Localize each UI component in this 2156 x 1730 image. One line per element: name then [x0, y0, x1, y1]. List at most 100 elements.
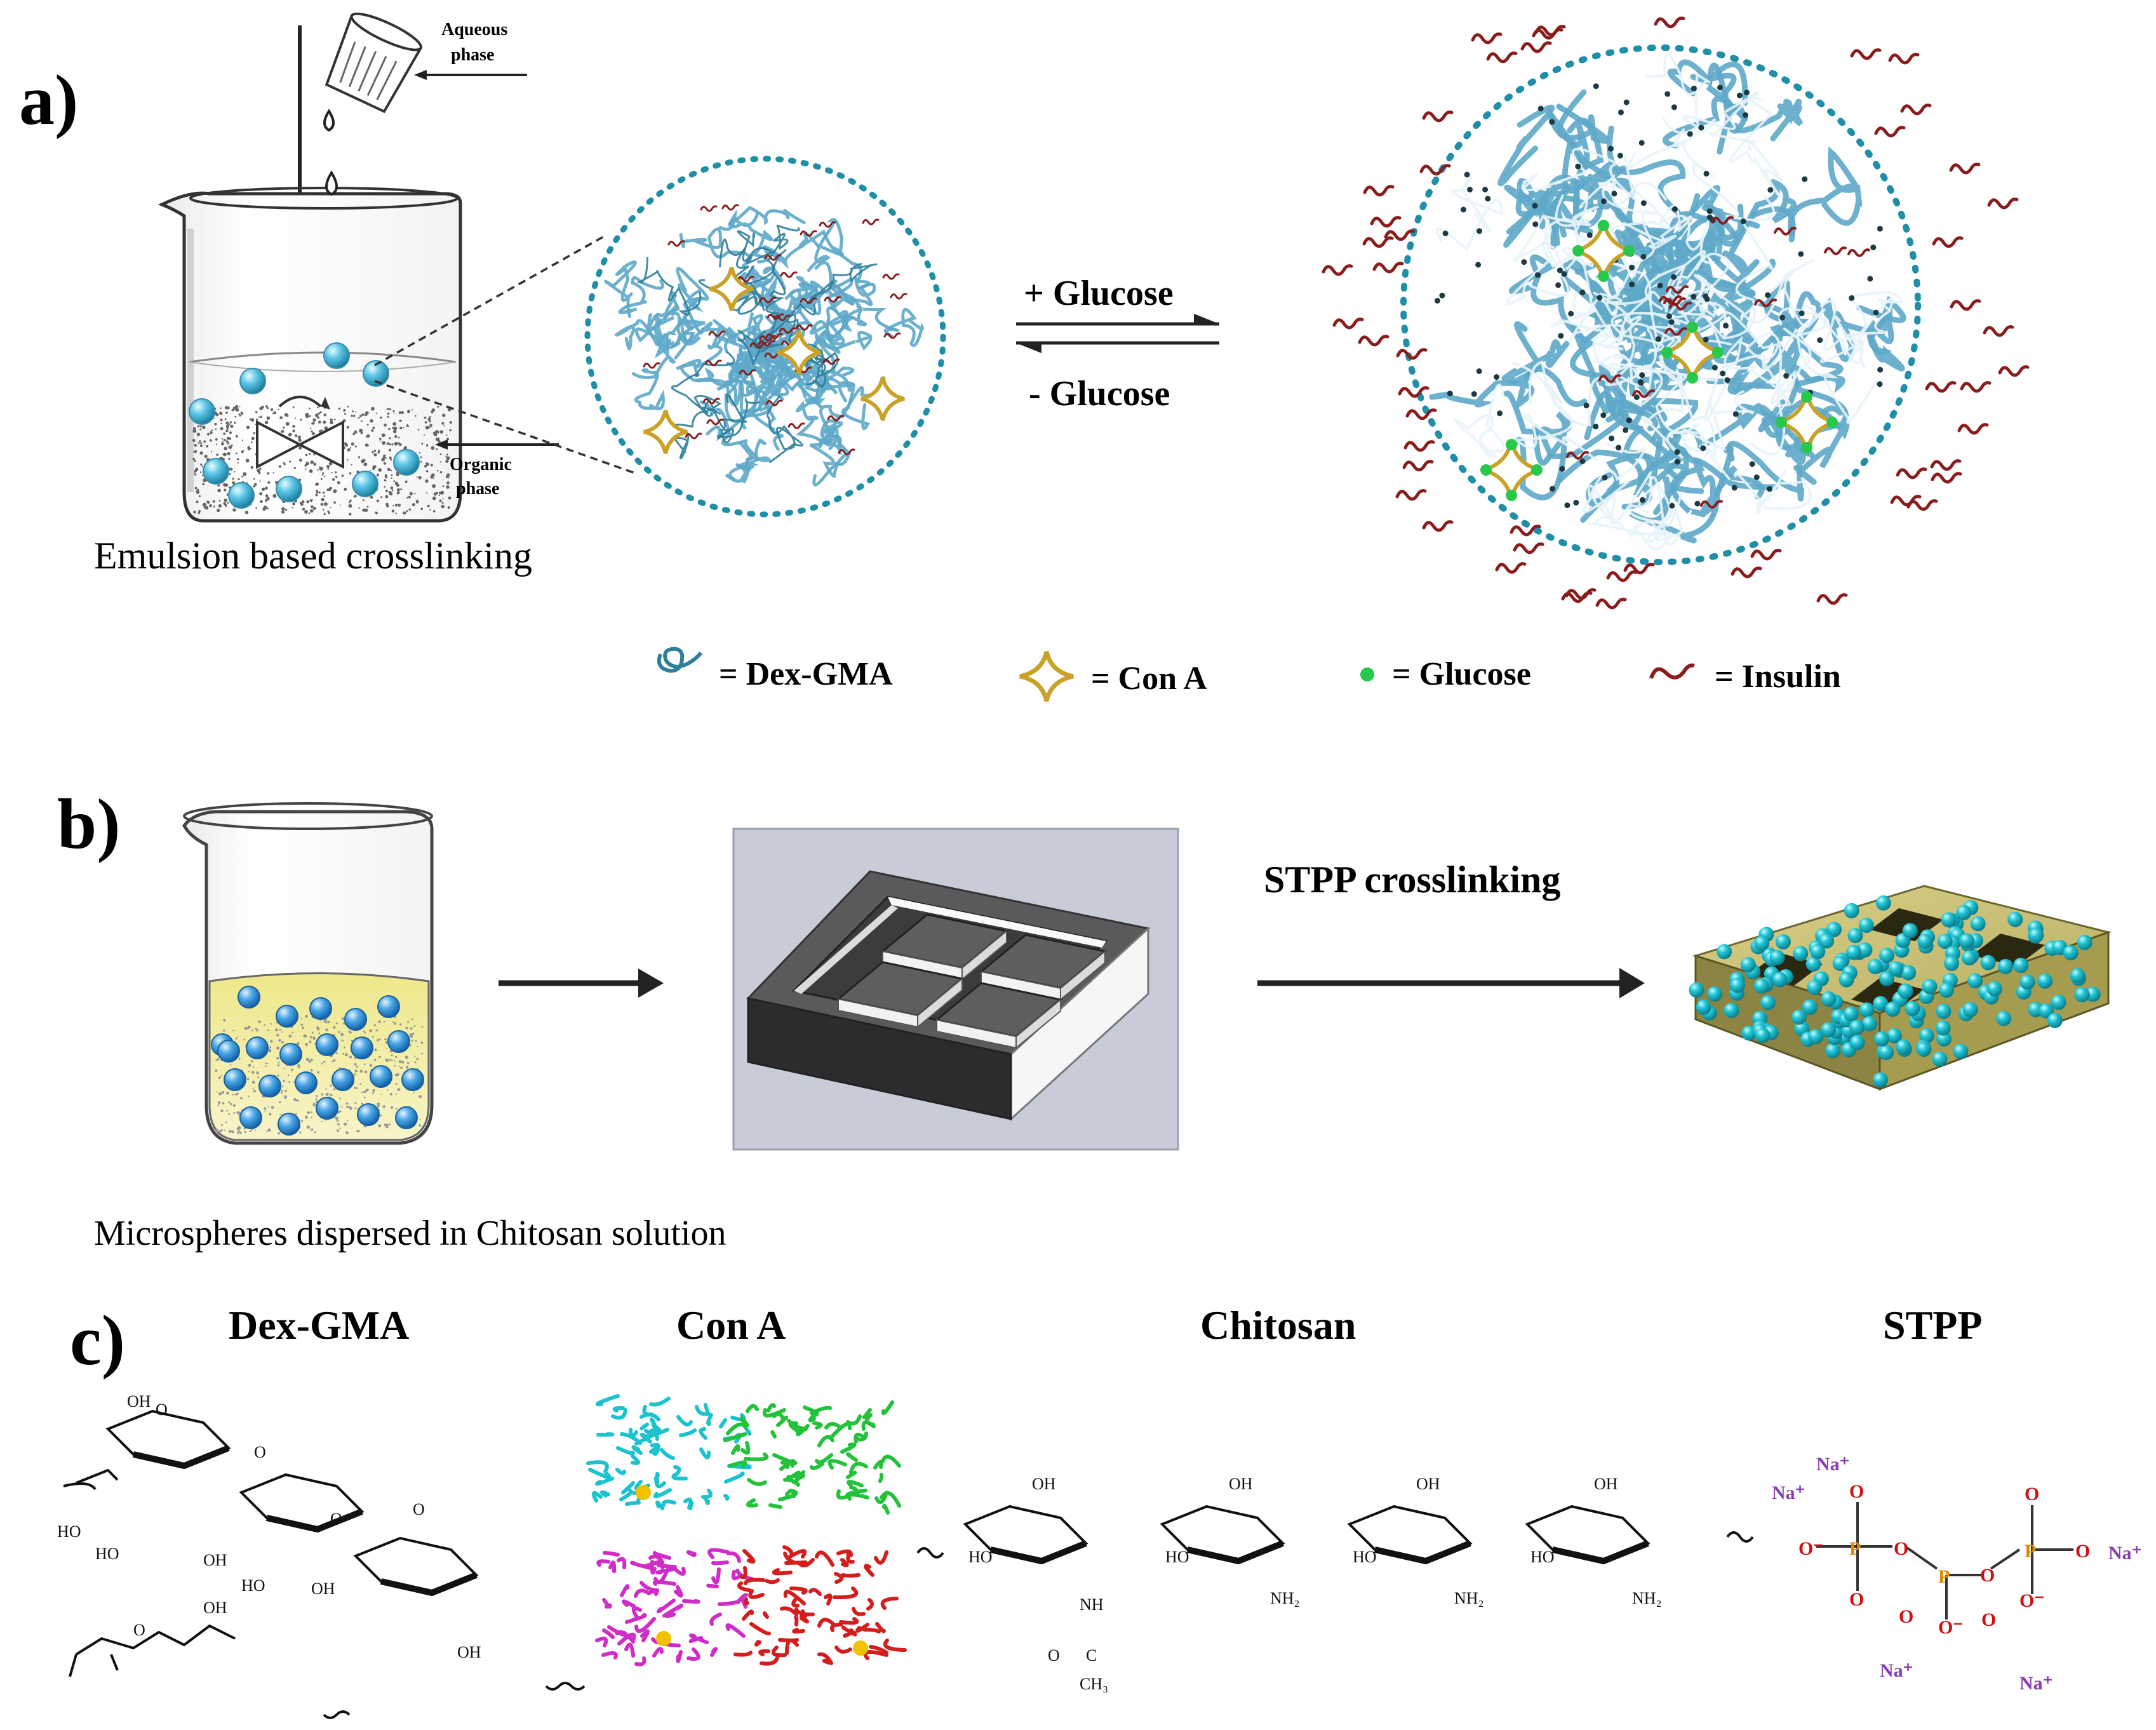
speckle [265, 494, 269, 498]
speckle [379, 438, 382, 440]
speckle [406, 1062, 410, 1064]
speckle [385, 1041, 388, 1044]
speckle [303, 502, 305, 504]
speckle [439, 453, 442, 455]
speckle [220, 422, 222, 425]
speckle [389, 408, 392, 411]
protein-ribbon [742, 1549, 756, 1564]
speckle [421, 1052, 423, 1054]
speckle [310, 460, 314, 464]
protein-ribbon [688, 1501, 693, 1510]
speckle [328, 461, 333, 466]
crosslink-point [1706, 208, 1713, 215]
speckle [379, 440, 381, 442]
speckle [389, 1058, 391, 1061]
insulin-molecule [1595, 598, 1627, 610]
scaffold-microsphere [1772, 972, 1788, 988]
protein-ribbon [881, 1454, 901, 1468]
scaffold-microsphere [1753, 978, 1769, 994]
speckle [292, 502, 295, 506]
crosslink-point [1640, 200, 1647, 206]
protein-ribbon [784, 1560, 808, 1565]
speckle [418, 1124, 421, 1127]
speckle [431, 410, 434, 413]
scaffold-microsphere [1902, 923, 1918, 939]
speckle [343, 409, 346, 412]
speckle [396, 488, 400, 492]
crosslink-point [1600, 412, 1607, 419]
insulin-molecule [749, 342, 767, 349]
speckle [264, 1065, 267, 1068]
scaffold-microsphere [1898, 983, 1913, 999]
crosslink-point [1611, 191, 1617, 197]
insulin-molecule [1774, 227, 1797, 236]
speckle [215, 1129, 219, 1132]
insulin-molecule [1824, 246, 1847, 255]
speckle [224, 418, 227, 420]
crosslink-point [1640, 253, 1647, 260]
speckle [323, 413, 326, 417]
speckle [292, 425, 295, 428]
protein-ribbon [731, 1570, 742, 1581]
polymer-chain [693, 394, 747, 429]
speckle [375, 412, 378, 414]
glucose-molecule [1801, 442, 1812, 453]
speckle [345, 1131, 349, 1134]
speckle [227, 442, 230, 445]
speckle [374, 1048, 377, 1051]
protein-ribbon [841, 1626, 857, 1637]
speckle [192, 439, 196, 442]
insulin-molecule [1987, 198, 2019, 210]
speckle [196, 490, 198, 493]
insulin-molecule [739, 369, 756, 376]
crosslink-point [1783, 373, 1790, 379]
speckle [202, 483, 205, 486]
speckle [443, 425, 445, 427]
stpp-atom-label: O [1894, 1538, 1908, 1559]
protein-ribbon [744, 1578, 765, 1585]
crosslink-point [1753, 474, 1760, 480]
speckle [342, 1017, 345, 1020]
polymer-chain [634, 316, 695, 349]
speckle [354, 445, 357, 448]
protein-ribbon [874, 1491, 888, 1505]
chitosan-microspheres [211, 986, 424, 1136]
protein-ribbon [770, 1430, 777, 1438]
insulin-molecule [721, 204, 739, 211]
insulin-molecule [1700, 500, 1723, 509]
speckle [295, 417, 297, 419]
speckle [224, 499, 227, 502]
protein-ribbon [779, 1461, 795, 1471]
polymer-chain [662, 304, 706, 346]
speckle [338, 1031, 340, 1033]
insulin-molecule [1932, 236, 1964, 248]
speckle [335, 471, 337, 474]
protein-ribbon [780, 1461, 790, 1469]
crosslink-point [1867, 276, 1873, 282]
scaffold-microsphere [2037, 973, 2053, 989]
speckle [214, 422, 217, 426]
speckle [378, 450, 380, 452]
speckle [351, 414, 353, 417]
stpp-atom-label: O [1899, 1606, 1913, 1627]
speckle [413, 1025, 415, 1027]
speckle [235, 434, 238, 438]
crosslink-point [1698, 124, 1704, 131]
speckle [256, 1071, 259, 1075]
speckle [224, 1129, 225, 1132]
speckle [366, 444, 369, 447]
speckle [352, 410, 354, 413]
speckle [315, 1098, 318, 1101]
insulin-molecule [1370, 216, 1402, 228]
speckle [309, 415, 311, 417]
speckle [354, 430, 358, 434]
protein-ribbon [839, 1617, 859, 1625]
speckle [366, 424, 369, 426]
protein-ribbon [631, 1445, 643, 1455]
protein-ribbon [619, 1489, 633, 1501]
speckle [415, 1040, 417, 1042]
scaffold-microsphere [2007, 911, 2023, 927]
speckle [304, 464, 307, 467]
protein-ribbon [660, 1448, 675, 1460]
speckle [269, 1113, 272, 1116]
